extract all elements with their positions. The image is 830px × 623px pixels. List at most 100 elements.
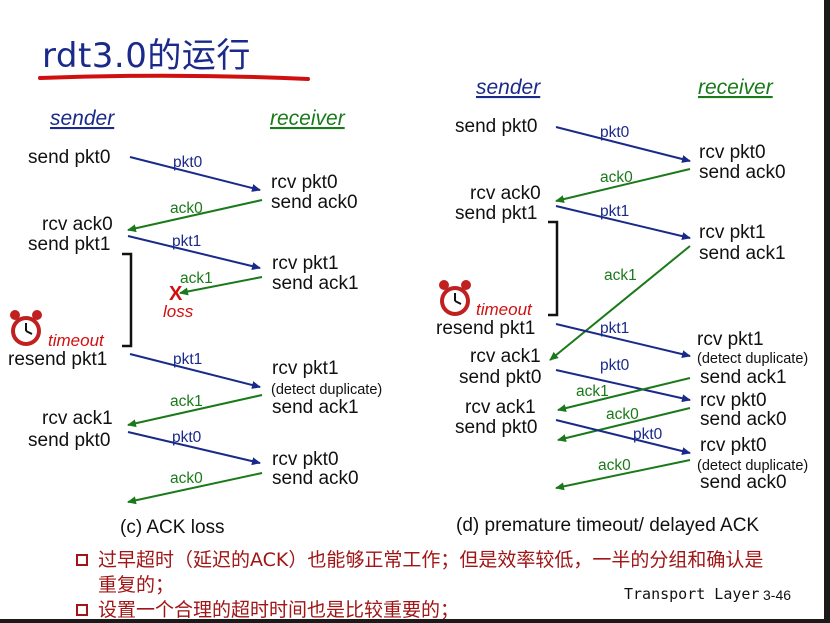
left-pkt1-resend-label: pkt1 <box>173 351 202 368</box>
slide-title: rdt3.0的运行 <box>42 36 251 76</box>
right-sender-header: sender <box>476 76 541 99</box>
left-pkt1-arrow <box>127 235 261 271</box>
note-item: 设置一个合理的超时时间也是比较重要的； <box>76 598 776 623</box>
right-ack1-delayed-label: ack1 <box>604 267 637 284</box>
left-pkt1-resend-arrow <box>129 353 261 389</box>
page-number: 3-46 <box>763 587 792 603</box>
diagram-ack-loss: sender receiver send pkt0 pkt0 rcv pkt0 … <box>8 107 382 538</box>
right-caption: (d) premature timeout/ delayed ACK <box>456 515 759 536</box>
left-rcv-pkt1: rcv pkt1 <box>272 253 339 274</box>
left-ack1-resend-arrow <box>127 394 263 428</box>
left-timer-bracket <box>122 252 133 348</box>
left-pkt0-second-arrow <box>127 431 261 466</box>
right-pkt0-second-label: pkt0 <box>600 357 630 374</box>
left-receiver-header: receiver <box>270 107 346 130</box>
left-send-ack0: send ack0 <box>271 192 358 213</box>
right-receiver-header: receiver <box>698 76 774 99</box>
right-timer-bracket <box>548 220 559 317</box>
right-ack0-arrow <box>555 168 691 204</box>
right-send-ack0-2: send ack0 <box>700 409 787 430</box>
right-rcv-ack0: rcv ack0 <box>470 183 541 204</box>
note-text: 过早超时（延迟的ACK）也能够正常工作；但是效率较低，一半的分组和确认是重复的； <box>98 549 764 596</box>
right-rcv-ack1-2: rcv ack1 <box>465 397 536 418</box>
right-ack1-dup-label: ack1 <box>576 383 609 400</box>
right-rcv-pkt0-3: rcv pkt0 <box>700 435 767 456</box>
left-send-pkt0-2: send pkt0 <box>28 430 110 451</box>
frame-right-edge <box>824 0 830 623</box>
left-send-ack0-2: send ack0 <box>272 468 359 489</box>
left-send-pkt0: send pkt0 <box>28 147 110 168</box>
right-send-ack1: send ack1 <box>699 243 786 264</box>
frame-bottom-edge <box>0 619 830 623</box>
left-caption: (c) ACK loss <box>120 517 225 538</box>
right-pkt1-resend-label: pkt1 <box>600 320 629 337</box>
right-ack1-delayed-arrow <box>549 245 691 361</box>
left-ack1-label: ack1 <box>180 270 213 287</box>
left-rcv-ack1: rcv ack1 <box>42 408 113 429</box>
left-timeout-label: timeout <box>48 331 105 350</box>
right-pkt1-arrow <box>555 205 691 241</box>
footer-label: Transport Layer <box>624 585 760 603</box>
left-detect-duplicate: (detect duplicate) <box>271 382 382 398</box>
right-send-pkt0: send pkt0 <box>455 116 537 137</box>
right-pkt0-second-arrow <box>555 369 691 403</box>
left-loss-mark: X <box>169 283 183 305</box>
left-ack0-label: ack0 <box>170 200 203 217</box>
right-resend-pkt1: resend pkt1 <box>436 318 535 339</box>
left-rcv-pkt1-dup: rcv pkt1 <box>272 358 339 379</box>
left-ack1-resend-label: ack1 <box>170 393 203 410</box>
right-send-pkt0-2: send pkt0 <box>459 367 541 388</box>
left-sender-header: sender <box>50 107 115 130</box>
right-pkt0-arrow <box>555 126 691 163</box>
right-pkt1-resend-arrow <box>555 323 691 359</box>
right-rcv-pkt1-dup: rcv pkt1 <box>697 329 764 350</box>
right-send-ack0-3: send ack0 <box>700 472 787 493</box>
right-ack1-dup-arrow <box>557 377 691 413</box>
square-bullet-icon <box>76 604 88 616</box>
left-send-ack1: send ack1 <box>272 273 359 294</box>
left-pkt0-second-label: pkt0 <box>172 429 202 446</box>
right-rcv-pkt0-2: rcv pkt0 <box>700 390 767 411</box>
right-rcv-pkt1: rcv pkt1 <box>699 222 766 243</box>
diagram-premature-timeout: sender receiver send pkt0 pkt0 rcv pkt0 … <box>436 76 808 536</box>
note-text: 设置一个合理的超时时间也是比较重要的； <box>98 599 460 621</box>
right-ack0-third-label: ack0 <box>598 457 631 474</box>
right-timeout-label: timeout <box>476 300 533 319</box>
left-rcv-pkt0: rcv pkt0 <box>271 172 338 193</box>
right-pkt0-label: pkt0 <box>600 124 630 141</box>
left-ack1-arrow <box>179 276 263 296</box>
right-pkt0-third-arrow <box>555 419 691 455</box>
right-detect-duplicate-2: (detect duplicate) <box>697 458 808 474</box>
right-rcv-ack1: rcv ack1 <box>470 346 541 367</box>
notes-list: 过早超时（延迟的ACK）也能够正常工作；但是效率较低，一半的分组和确认是重复的；… <box>76 548 776 623</box>
right-alarm-clock-icon <box>439 280 471 316</box>
note-item: 过早超时（延迟的ACK）也能够正常工作；但是效率较低，一半的分组和确认是重复的； <box>76 548 776 598</box>
right-rcv-pkt0: rcv pkt0 <box>699 142 766 163</box>
left-send-ack1-dup: send ack1 <box>272 397 359 418</box>
right-detect-duplicate-1: (detect duplicate) <box>697 351 808 367</box>
right-send-pkt1: send pkt1 <box>455 203 537 224</box>
right-ack0-second-arrow <box>557 407 691 443</box>
left-rcv-ack0: rcv ack0 <box>42 214 113 235</box>
title-underline <box>38 73 310 81</box>
left-alarm-clock-icon <box>10 310 42 346</box>
right-send-ack0: send ack0 <box>699 162 786 183</box>
right-ack0-third-arrow <box>555 459 691 491</box>
left-pkt1-label: pkt1 <box>172 233 201 250</box>
square-bullet-icon <box>76 554 88 566</box>
right-send-ack1-dup: send ack1 <box>700 367 787 388</box>
right-ack0-label: ack0 <box>600 169 633 186</box>
left-ack0-arrow <box>127 199 263 233</box>
left-loss-label: loss <box>163 302 194 321</box>
left-pkt0-arrow <box>129 156 261 192</box>
right-pkt0-third-label: pkt0 <box>633 426 663 443</box>
right-ack0-second-label: ack0 <box>606 406 639 423</box>
right-send-pkt0-3: send pkt0 <box>455 417 537 438</box>
left-pkt0-label: pkt0 <box>173 154 203 171</box>
left-resend-pkt1: resend pkt1 <box>8 349 107 370</box>
left-ack0-second-label: ack0 <box>170 470 203 487</box>
right-pkt1-label: pkt1 <box>600 203 629 220</box>
left-ack0-second-arrow <box>127 472 263 505</box>
left-send-pkt1: send pkt1 <box>28 234 110 255</box>
